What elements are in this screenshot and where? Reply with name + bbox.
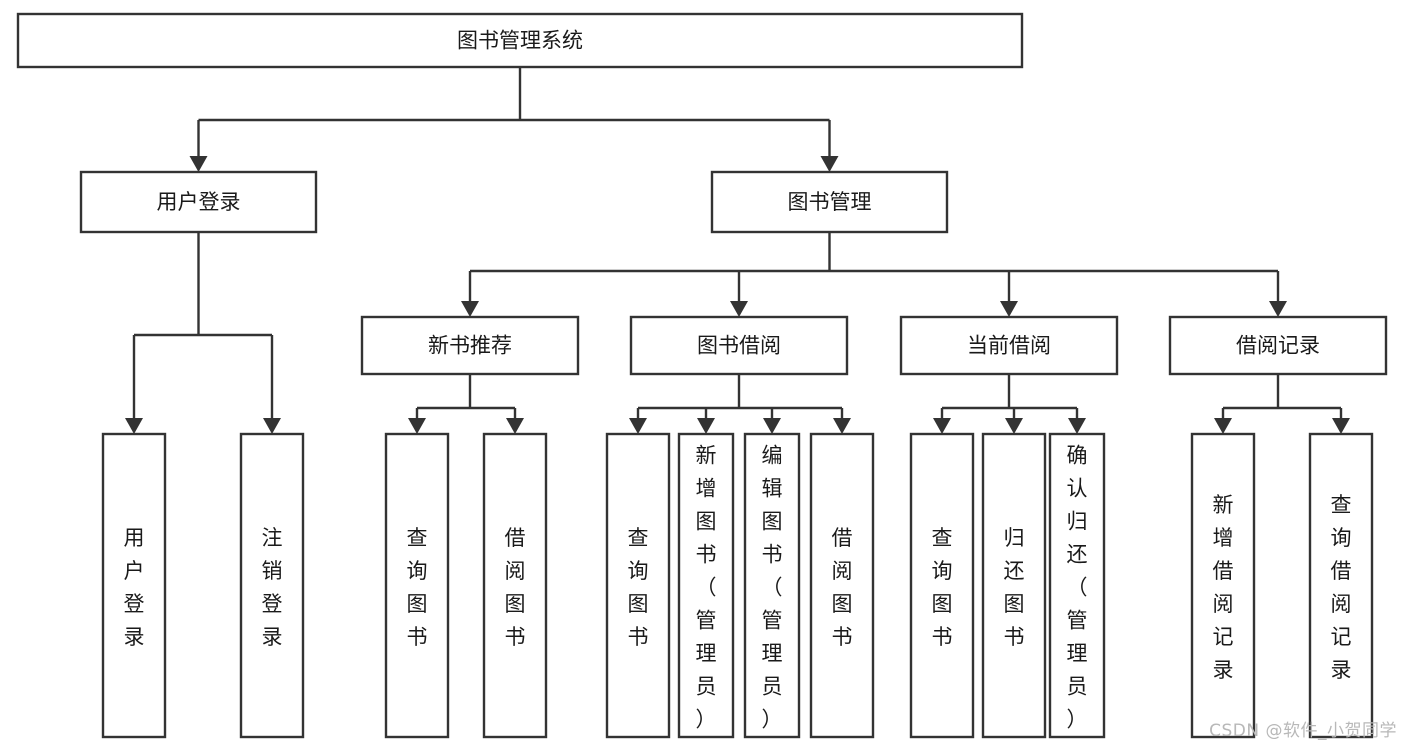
node-label-book-borrow: 图书借阅 xyxy=(697,334,781,358)
arrowhead-icon xyxy=(1000,301,1018,317)
node-label-leaf-user-logout: 注销登录 xyxy=(262,526,283,649)
node-leaf-user-login[interactable]: 用户登录 xyxy=(101,432,167,739)
arrowhead-icon xyxy=(263,418,281,434)
node-label-leaf-query-book-borrow: 查询图书 xyxy=(628,526,649,649)
node-leaf-user-logout[interactable]: 注销登录 xyxy=(239,432,305,739)
node-leaf-return-book[interactable]: 归还图书 xyxy=(981,432,1047,739)
node-box-leaf-query-book-borrow xyxy=(605,432,671,739)
node-leaf-edit-book[interactable]: 编辑图书（管理员） xyxy=(743,432,801,739)
arrowhead-icon xyxy=(730,301,748,317)
node-label-leaf-query-book-rec: 查询图书 xyxy=(407,526,428,649)
node-new-book-rec[interactable]: 新书推荐 xyxy=(360,315,580,376)
connector-user-login xyxy=(132,232,274,418)
connector-root xyxy=(197,67,831,156)
node-box-leaf-return-book xyxy=(981,432,1047,739)
node-label-book-manage: 图书管理 xyxy=(788,190,872,214)
node-borrow-record[interactable]: 借阅记录 xyxy=(1168,315,1388,376)
node-box-leaf-user-logout xyxy=(239,432,305,739)
arrowhead-icon xyxy=(933,418,951,434)
connector-book-manage xyxy=(468,232,1280,301)
node-book-manage[interactable]: 图书管理 xyxy=(710,170,949,234)
node-box-book-manage xyxy=(710,170,949,234)
arrowhead-icon xyxy=(820,156,839,172)
arrowhead-icon xyxy=(763,418,781,434)
arrowhead-icon xyxy=(1214,418,1232,434)
node-current-borrow[interactable]: 当前借阅 xyxy=(899,315,1119,376)
node-label-user-login: 用户登录 xyxy=(157,190,241,214)
node-box-book-borrow xyxy=(629,315,849,376)
node-box-root xyxy=(16,12,1024,69)
node-label-leaf-query-book-cur: 查询图书 xyxy=(932,526,953,649)
nodes-layer: 图书管理系统用户登录图书管理新书推荐图书借阅当前借阅借阅记录用户登录注销登录查询… xyxy=(16,12,1388,739)
arrowhead-icon xyxy=(833,418,851,434)
node-box-leaf-query-book-rec xyxy=(384,432,450,739)
node-box-leaf-user-login xyxy=(101,432,167,739)
node-box-current-borrow xyxy=(899,315,1119,376)
arrowhead-icon xyxy=(697,418,715,434)
node-label-leaf-return-book: 归还图书 xyxy=(1004,526,1025,649)
node-user-login[interactable]: 用户登录 xyxy=(79,170,318,234)
arrowhead-icon xyxy=(408,418,426,434)
node-leaf-confirm-return[interactable]: 确认归还（管理员） xyxy=(1048,432,1106,739)
arrowhead-icon xyxy=(506,418,524,434)
node-leaf-borrow-book-rec[interactable]: 借阅图书 xyxy=(482,432,548,739)
node-label-leaf-borrow-book-rec: 借阅图书 xyxy=(505,526,526,649)
node-box-leaf-borrow-book xyxy=(809,432,875,739)
node-leaf-query-record[interactable]: 查询借阅记录 xyxy=(1308,432,1374,739)
node-box-borrow-record xyxy=(1168,315,1388,376)
node-root[interactable]: 图书管理系统 xyxy=(16,12,1024,69)
connectors-layer xyxy=(125,67,1350,434)
node-label-root: 图书管理系统 xyxy=(457,29,583,53)
arrowhead-icon xyxy=(1068,418,1086,434)
arrowhead-icon xyxy=(125,418,143,434)
node-label-borrow-record: 借阅记录 xyxy=(1236,334,1320,358)
node-label-current-borrow: 当前借阅 xyxy=(967,334,1051,358)
connector-book-borrow xyxy=(636,374,844,418)
node-label-leaf-confirm-return: 确认归还（管理员） xyxy=(1067,444,1088,732)
node-label-leaf-borrow-book: 借阅图书 xyxy=(832,526,853,649)
arrowhead-icon xyxy=(1269,301,1287,317)
node-box-leaf-add-book xyxy=(677,432,735,739)
node-box-leaf-confirm-return xyxy=(1048,432,1106,739)
arrowhead-icon xyxy=(461,301,479,317)
node-box-leaf-edit-book xyxy=(743,432,801,739)
connector-new-book-rec xyxy=(415,374,517,418)
node-box-leaf-add-record xyxy=(1190,432,1256,739)
node-box-new-book-rec xyxy=(360,315,580,376)
node-book-borrow[interactable]: 图书借阅 xyxy=(629,315,849,376)
node-label-leaf-edit-book: 编辑图书（管理员） xyxy=(762,444,783,732)
node-leaf-query-book-rec[interactable]: 查询图书 xyxy=(384,432,450,739)
node-box-leaf-query-record xyxy=(1308,432,1374,739)
node-label-leaf-user-login: 用户登录 xyxy=(124,526,145,649)
arrowhead-icon xyxy=(189,156,208,172)
connector-current-borrow xyxy=(940,374,1079,418)
node-label-leaf-query-record: 查询借阅记录 xyxy=(1331,493,1352,682)
node-leaf-query-book-cur[interactable]: 查询图书 xyxy=(909,432,975,739)
node-leaf-query-book-borrow[interactable]: 查询图书 xyxy=(605,432,671,739)
arrowhead-icon xyxy=(1005,418,1023,434)
node-label-new-book-rec: 新书推荐 xyxy=(428,334,512,358)
node-box-leaf-borrow-book-rec xyxy=(482,432,548,739)
connector-borrow-record xyxy=(1221,374,1343,418)
arrowhead-icon xyxy=(1332,418,1350,434)
watermark-text: CSDN @软件_小贺同学 xyxy=(1209,721,1397,741)
node-label-leaf-add-record: 新增借阅记录 xyxy=(1213,493,1234,682)
node-label-leaf-add-book: 新增图书（管理员） xyxy=(696,444,717,732)
node-box-leaf-query-book-cur xyxy=(909,432,975,739)
node-box-user-login xyxy=(79,170,318,234)
node-leaf-add-record[interactable]: 新增借阅记录 xyxy=(1190,432,1256,739)
node-leaf-borrow-book[interactable]: 借阅图书 xyxy=(809,432,875,739)
arrowhead-icon xyxy=(629,418,647,434)
node-leaf-add-book[interactable]: 新增图书（管理员） xyxy=(677,432,735,739)
